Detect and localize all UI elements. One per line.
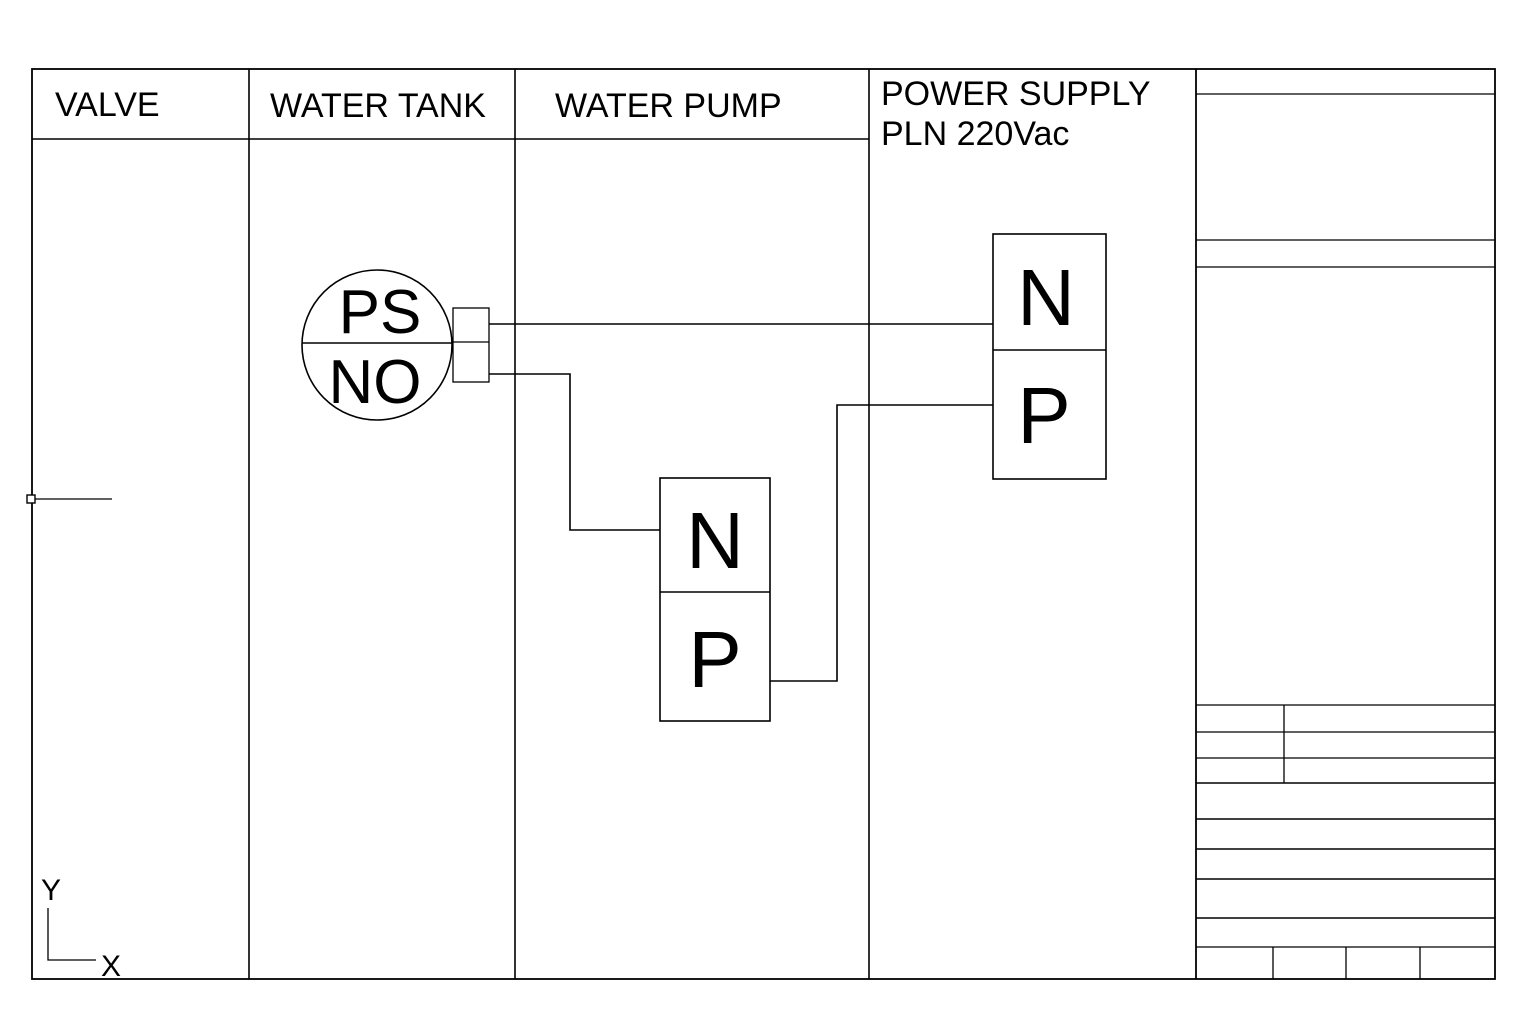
drawing-frame <box>31 68 1496 980</box>
ucs-axis-y-label: Y <box>41 874 61 907</box>
cursor-pickbox <box>26 494 36 504</box>
wire-pump-phase-to-power-phase[interactable] <box>770 404 993 682</box>
ucs-axis-x-label: X <box>101 950 121 983</box>
pump-terminal-block[interactable]: N P <box>659 477 771 722</box>
pressure-switch-label-top: PS <box>339 278 422 347</box>
column-header-water-tank: WATER TANK <box>270 87 486 125</box>
column-header-valve: VALVE <box>55 86 160 124</box>
pressure-switch[interactable]: PS NO <box>301 269 490 421</box>
crosshair-cursor <box>26 494 112 504</box>
pump-terminal-box <box>659 477 771 722</box>
pressure-switch-circle <box>301 269 453 421</box>
title-block <box>1196 93 1495 979</box>
pressure-switch-connector <box>452 307 490 383</box>
power-terminal-block[interactable]: N P <box>992 233 1107 480</box>
pressure-switch-label-bottom: NO <box>329 348 422 417</box>
power-terminal-box <box>992 233 1107 480</box>
power-supply-sublabel: PLN 220Vac <box>881 115 1069 153</box>
ucs-axis-lines <box>47 908 96 961</box>
power-terminal-neutral: N <box>1017 253 1075 342</box>
column-header-power-supply: POWER SUPPLY <box>881 75 1151 113</box>
power-terminal-phase: P <box>1017 371 1070 460</box>
pump-terminal-phase: P <box>688 615 741 704</box>
pump-terminal-neutral: N <box>686 496 744 585</box>
ucs-axis-icon: Y X <box>41 874 121 983</box>
wire-switch-to-pump-neutral[interactable] <box>489 373 660 531</box>
column-header-water-pump: WATER PUMP <box>555 87 782 125</box>
